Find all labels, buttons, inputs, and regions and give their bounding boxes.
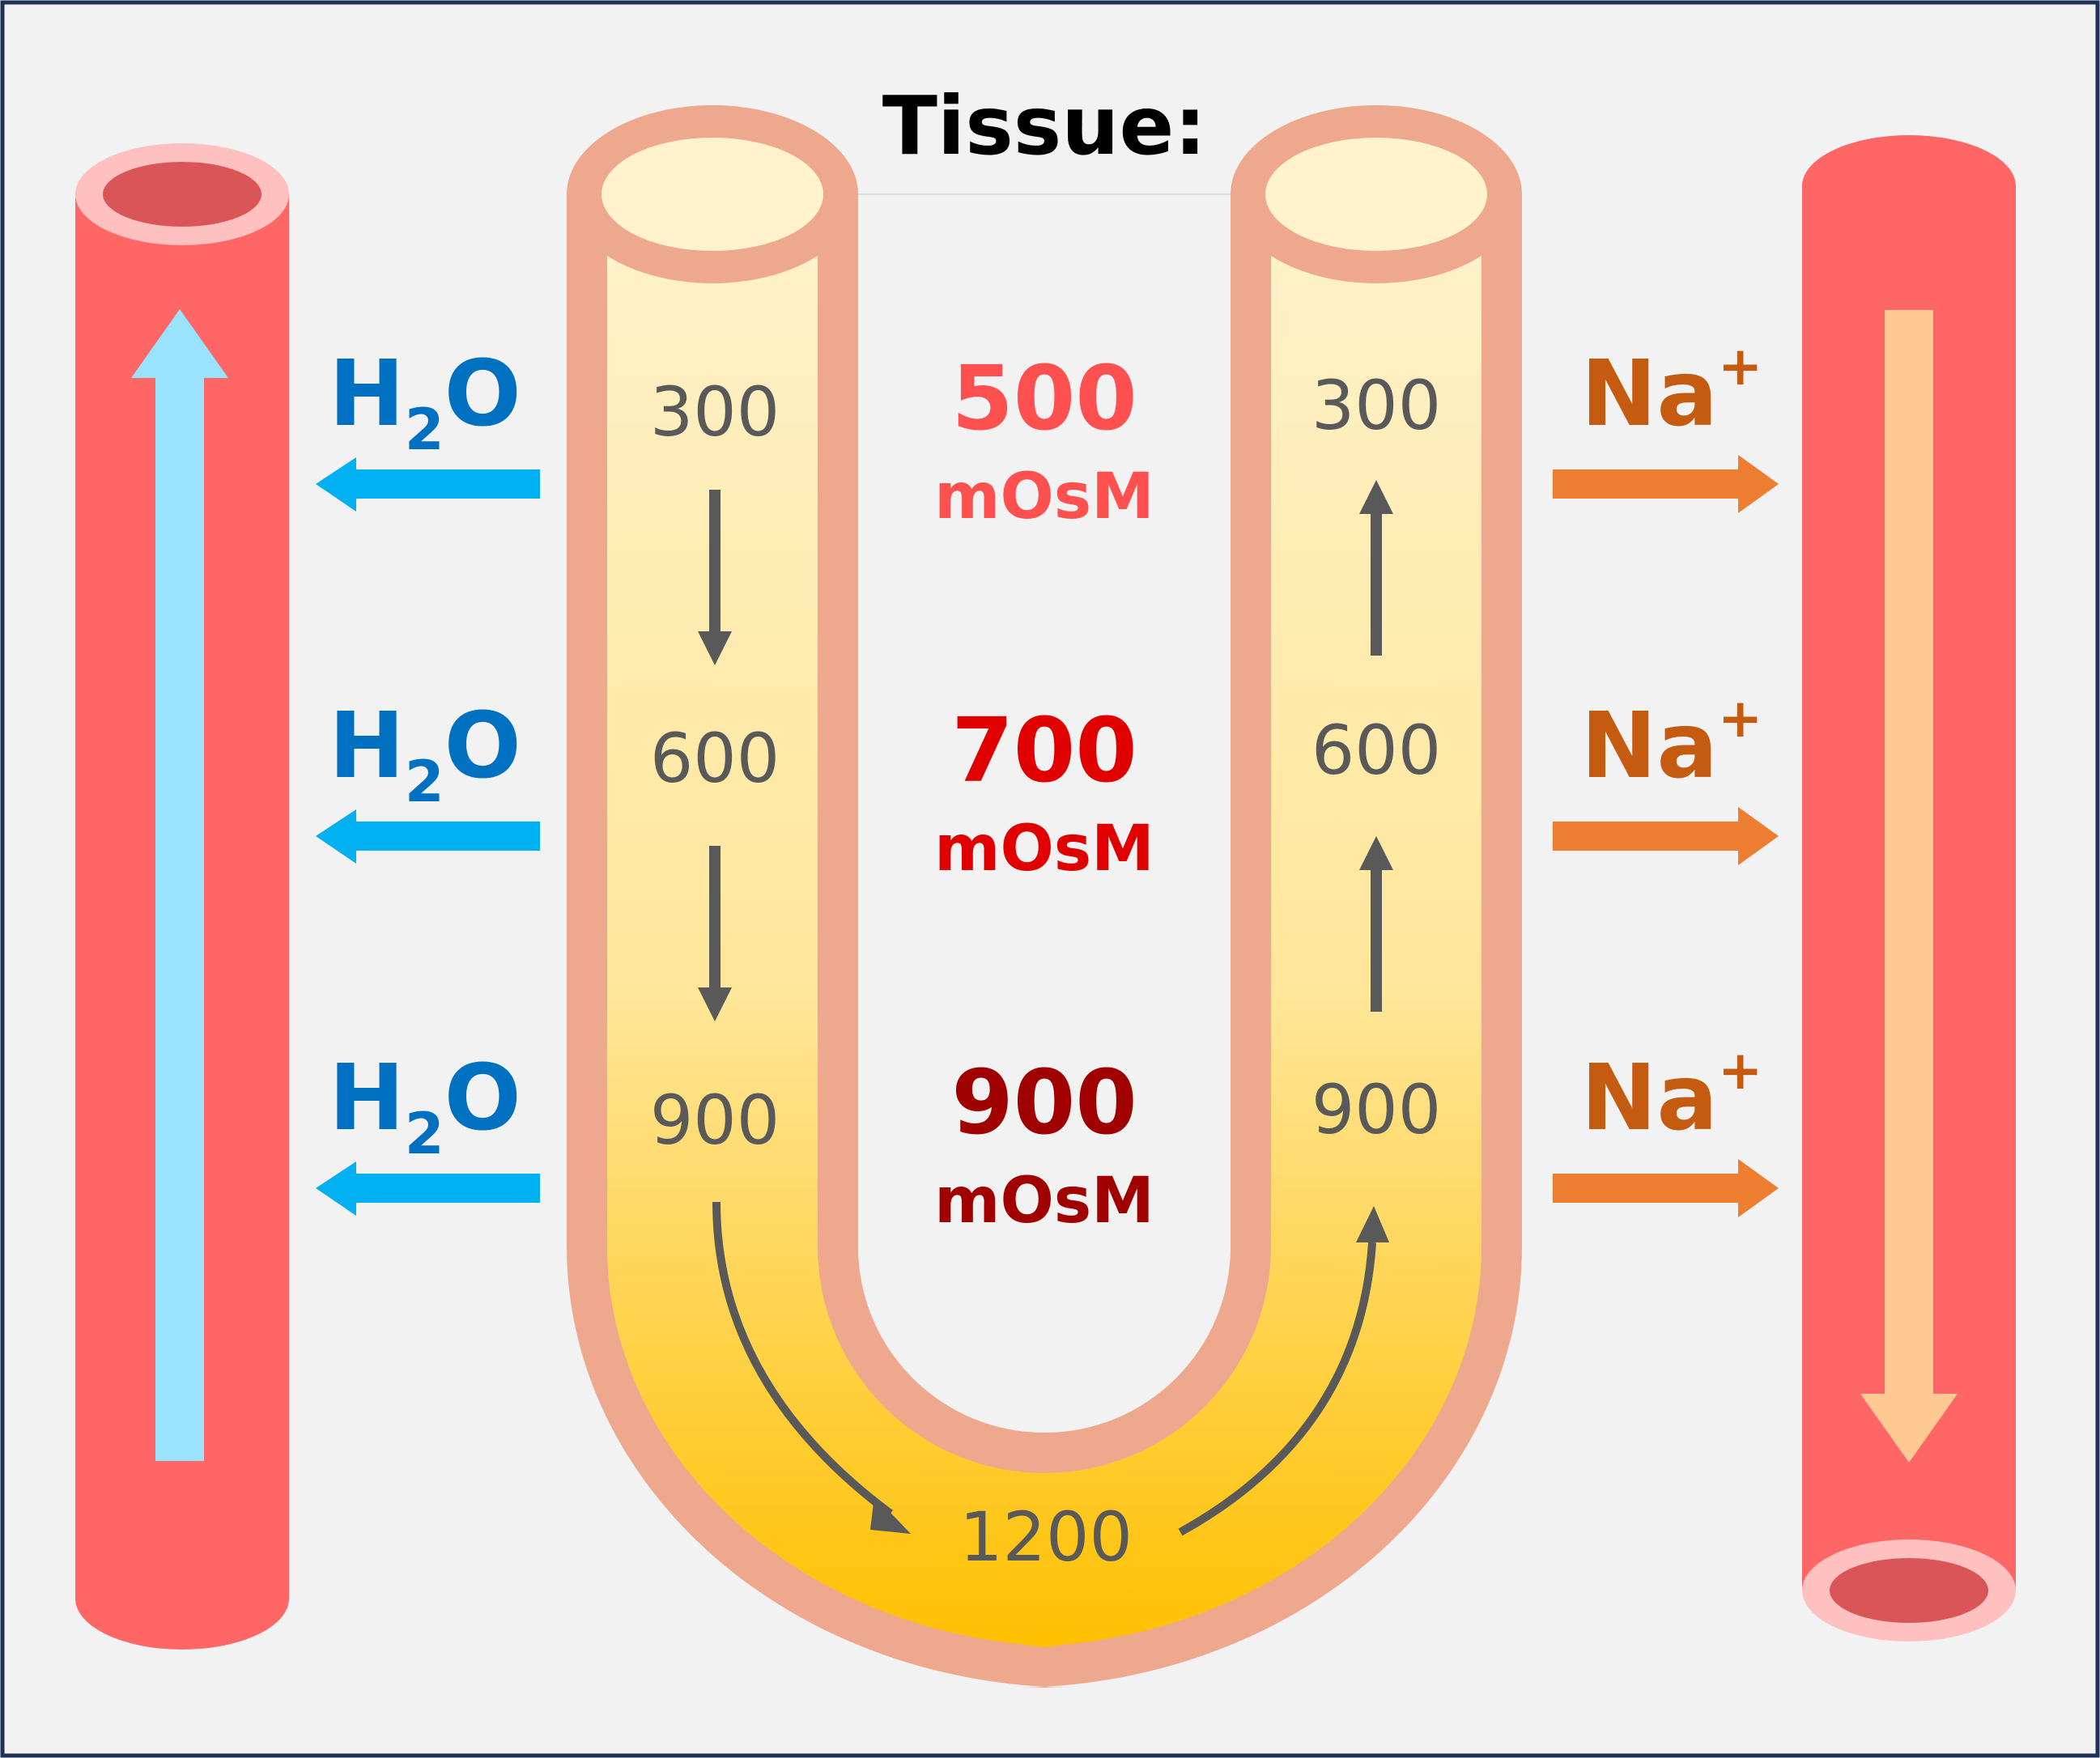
sodium-arrow [1553, 455, 1779, 513]
ascending-value: 600 [1311, 711, 1441, 790]
loop-of-henle [567, 105, 1522, 1688]
descending-value: 300 [650, 372, 780, 452]
descending-value: 900 [650, 1081, 780, 1160]
tissue-unit: mOsM [934, 461, 1154, 533]
sodium-movement-2: Na+ [1553, 687, 1779, 865]
h2o-label: H2O [329, 1046, 521, 1167]
tissue-osmolarity-2: 700 mOsM [934, 699, 1154, 885]
water-movement-2: H2O [316, 694, 540, 864]
tissue-osmolarity-1: 500 mOsM [934, 346, 1154, 533]
water-movement-3: H2O [316, 1046, 540, 1216]
downward-flow-arrow [1860, 310, 1958, 1463]
h2o-label: H2O [329, 342, 521, 463]
bottom-curve-arrows [712, 1201, 1389, 1536]
sodium-arrow [1553, 807, 1779, 865]
descending-value: 600 [650, 719, 780, 798]
bottom-value: 1200 [959, 1497, 1133, 1577]
na-label: Na+ [1581, 335, 1763, 447]
tissue-value: 500 [951, 346, 1137, 450]
h2o-label: H2O [329, 694, 521, 815]
water-arrow [316, 809, 540, 864]
water-arrow [316, 457, 540, 512]
na-label: Na+ [1581, 687, 1763, 799]
water-movement-1: H2O [316, 342, 540, 512]
ascending-value: 300 [1311, 366, 1441, 445]
na-label: Na+ [1581, 1039, 1763, 1151]
tissue-title: Tissue: [882, 79, 1207, 173]
water-arrow [316, 1161, 540, 1216]
descending-flow-arrows [698, 490, 732, 1021]
upward-flow-arrow [131, 309, 228, 1461]
sodium-arrow [1553, 1159, 1779, 1217]
left-blood-vessel [75, 143, 289, 1650]
sodium-movement-1: Na+ [1553, 335, 1779, 513]
right-blood-vessel [1802, 135, 2016, 1641]
ascending-value: 900 [1311, 1070, 1441, 1149]
ascending-flow-arrows [1359, 480, 1393, 1012]
descending-limb-values: 300 600 900 [650, 372, 780, 1160]
tissue-osmolarity-3: 900 mOsM [934, 1051, 1154, 1238]
tissue-unit: mOsM [934, 813, 1154, 885]
tissue-unit: mOsM [934, 1165, 1154, 1238]
sodium-movement-3: Na+ [1553, 1039, 1779, 1217]
tissue-value: 900 [951, 1051, 1137, 1154]
tissue-value: 700 [951, 699, 1137, 802]
ascending-limb-values: 300 600 900 [1311, 366, 1441, 1149]
